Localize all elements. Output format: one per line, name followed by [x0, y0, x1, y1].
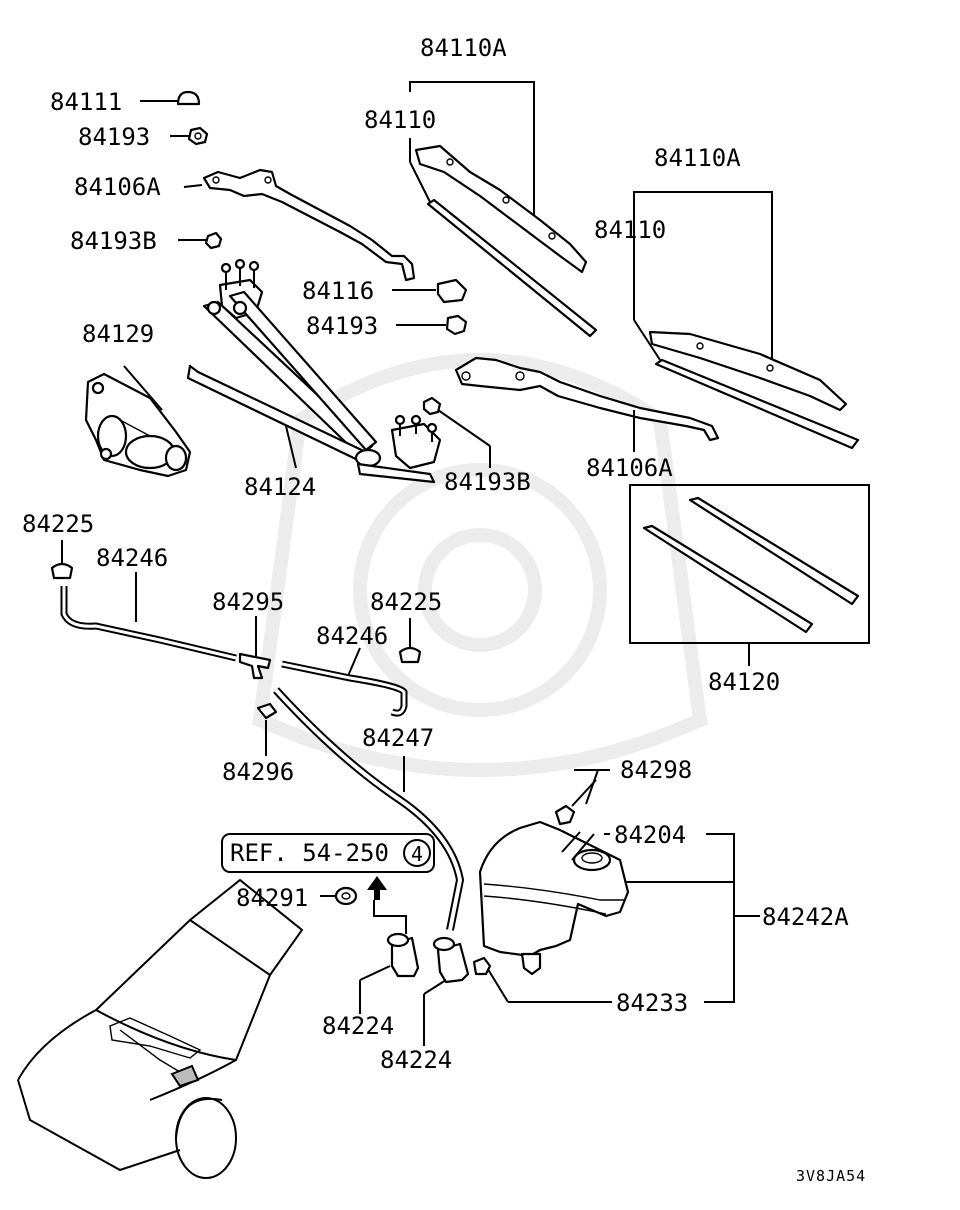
label-84295: 84295 — [212, 588, 284, 616]
label-84298: 84298 — [620, 756, 692, 784]
label-84193-top: 84193 — [78, 123, 150, 151]
wiper-motor — [84, 365, 192, 478]
label-84224-right: 84224 — [380, 1046, 452, 1074]
label-84124: 84124 — [244, 473, 316, 501]
label-84111: 84111 — [50, 88, 122, 116]
joint-84295 — [238, 616, 272, 680]
label-84193b-right: 84193B — [444, 468, 531, 496]
label-84247: 84247 — [362, 724, 434, 752]
label-84193b-left: 84193B — [70, 227, 157, 255]
label-84106a-left: 84106A — [74, 173, 161, 201]
label-84246-right: 84246 — [316, 622, 388, 650]
label-84224-left: 84224 — [322, 1012, 394, 1040]
label-84106a-right: 84106A — [586, 454, 673, 482]
label-84116: 84116 — [302, 277, 374, 305]
label-84110-right: 84110 — [594, 216, 666, 244]
grommet-84291 — [320, 886, 407, 934]
nut-84193b-top — [178, 231, 223, 250]
label-84242a: 84242A — [762, 903, 849, 931]
label-84233: 84233 — [616, 989, 688, 1017]
label-84129: 84129 — [82, 320, 154, 348]
wiper-blade-right — [633, 191, 860, 450]
nut-84193b-right — [422, 396, 491, 468]
blade-refill-box — [629, 484, 870, 666]
reference-text: REF. 54-250 — [230, 839, 389, 867]
washer-hose-right — [281, 647, 408, 717]
part-number-labels: 84111 84193 84106A 84193B 84110A 84110 8… — [22, 34, 866, 1185]
reference-box — [221, 833, 435, 900]
label-84246-left: 84246 — [96, 544, 168, 572]
wiper-linkage — [186, 258, 442, 484]
reference-circled-number: 4 — [411, 842, 423, 866]
label-84296: 84296 — [222, 758, 294, 786]
cap-84111 — [140, 90, 201, 106]
tank-callouts — [472, 769, 760, 1003]
label-84225-left: 84225 — [22, 510, 94, 538]
washer-pump-right — [423, 936, 470, 1046]
cover-84116 — [392, 278, 468, 304]
wiper-arm-left — [183, 168, 416, 282]
label-84110-left: 84110 — [364, 106, 436, 134]
nut-84193-mid — [396, 314, 468, 336]
nut-84193-top — [170, 126, 209, 146]
watermark-emblem — [252, 353, 708, 777]
diagram-code: 3V8JA54 — [796, 1167, 866, 1185]
label-84110a-top: 84110A — [420, 34, 507, 62]
washer-pump-left — [359, 932, 420, 1014]
washer-hose-left — [60, 572, 237, 662]
vehicle-location-view — [17, 878, 304, 1179]
washer-tank — [478, 779, 630, 976]
label-84225-right: 84225 — [370, 588, 442, 616]
wiper-blade-left — [409, 81, 598, 338]
clip-84296 — [256, 702, 278, 756]
washer-hose-main — [273, 687, 465, 931]
wiper-arm-right — [454, 356, 720, 452]
washer-nozzle-right — [398, 618, 422, 664]
label-84110a-right: 84110A — [654, 144, 741, 172]
label-84120: 84120 — [708, 668, 780, 696]
label-84204: 84204 — [614, 821, 686, 849]
label-84291: 84291 — [236, 884, 308, 912]
washer-nozzle-left — [50, 540, 74, 580]
label-84193-mid: 84193 — [306, 312, 378, 340]
